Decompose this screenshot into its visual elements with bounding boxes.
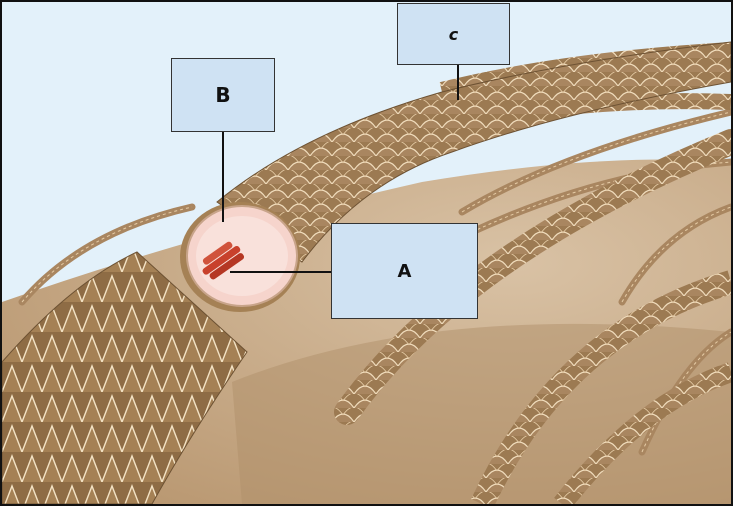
label-c-box: c bbox=[397, 3, 510, 65]
foreground-hair bbox=[2, 251, 248, 504]
medulla bbox=[202, 241, 245, 280]
label-b-text: B bbox=[215, 83, 231, 107]
label-b-box: B bbox=[171, 58, 275, 132]
cuticle-hair-shaft bbox=[216, 41, 731, 263]
label-a-box: A bbox=[331, 223, 478, 319]
label-a-text: A bbox=[397, 260, 412, 282]
label-c-text: c bbox=[448, 24, 459, 44]
leader-lines bbox=[222, 65, 459, 273]
